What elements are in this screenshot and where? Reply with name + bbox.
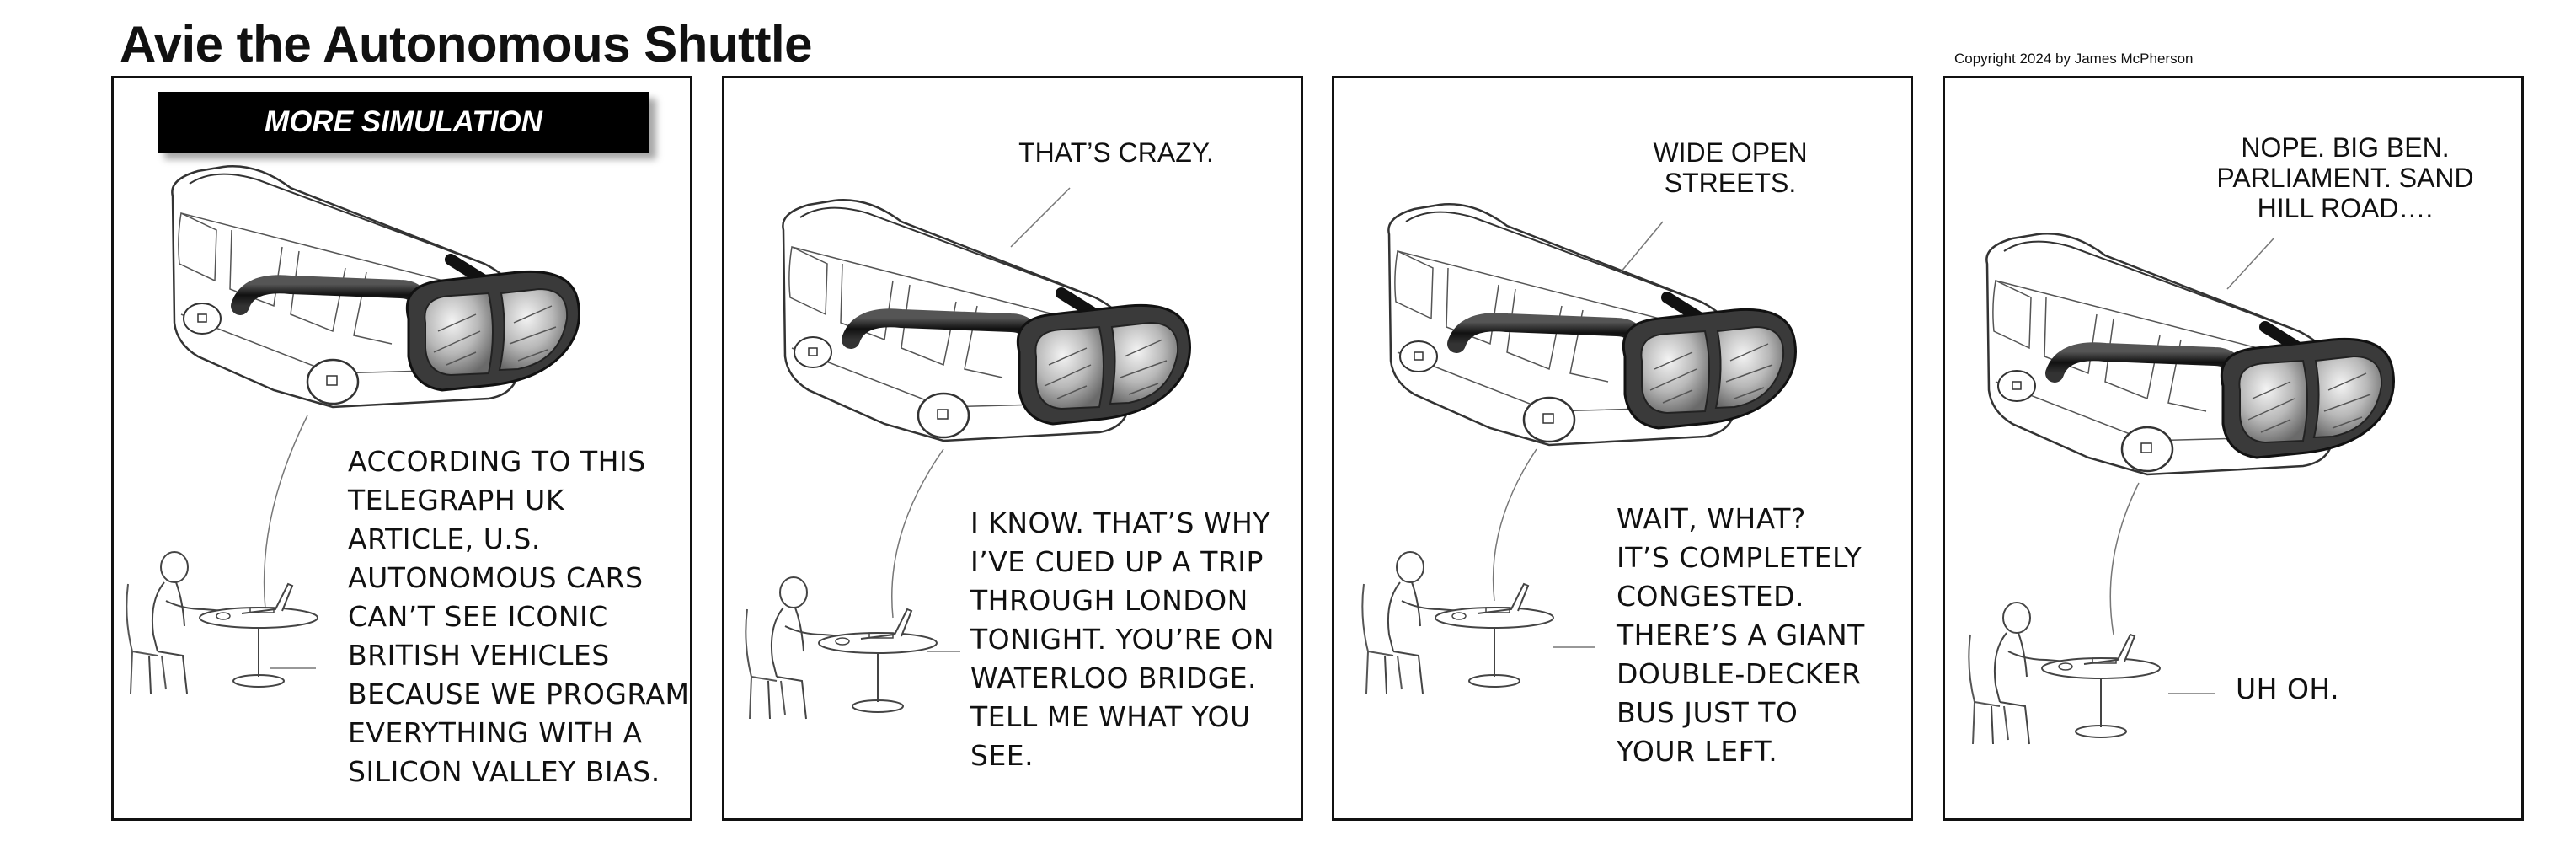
panel-1: MORE SIMULATION ACCORDING TO THIS TELEGR… [111,76,692,821]
panel-2-artwork [745,187,1303,720]
panel-2-caption: I KNOW. THAT’S WHY I’VE CUED UP A TRIP T… [970,506,1275,772]
panel-2: THAT’S CRAZY. I KNOW. THAT’S WHY I’VE CU… [722,76,1303,821]
copyright-notice: Copyright 2024 by James McPherson [1954,51,2194,67]
panel-3-artwork [1361,78,1913,694]
panel-4-speech: NOPE. BIG BEN. PARLIAMENT. SAND HILL ROA… [2216,132,2474,223]
panel-3-caption: WAIT, WHAT? IT’S COMPLETELY CONGESTED. T… [1617,502,1865,768]
panel-4: NOPE. BIG BEN. PARLIAMENT. SAND HILL ROA… [1943,76,2524,821]
panel-1-caption: ACCORDING TO THIS TELEGRAPH UK ARTICLE, … [348,445,690,788]
panel-4-artwork [1968,78,2524,745]
panel-3-speech: WIDE OPEN STREETS. [1653,137,1808,198]
panel-3: WIDE OPEN STREETS. WAIT, WHAT? IT’S COMP… [1332,76,1913,821]
panel-1-artwork [126,78,692,694]
panel-1-banner: MORE SIMULATION [158,92,649,153]
panel-2-speech: THAT’S CRAZY. [1018,137,1214,168]
panel-4-caption: UH OH. [2236,672,2340,705]
strip-title: Avie the Autonomous Shuttle [120,16,813,72]
